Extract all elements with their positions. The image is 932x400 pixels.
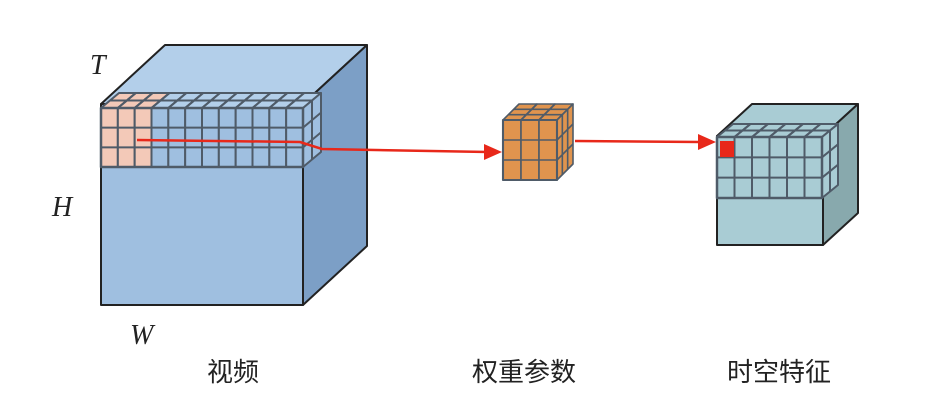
arrow-line-video-to-kernel [136, 138, 489, 154]
video-slab-grid-line [218, 92, 238, 109]
feature-slab-grid-line [821, 143, 839, 159]
video-slab-front-cell [100, 107, 119, 168]
video-slab-front-cell [116, 107, 136, 168]
video-slab-outline [99, 106, 305, 169]
video-slab-grid-line [251, 92, 272, 109]
label-weights: 权重参数 [472, 358, 577, 388]
arrowhead-icon [484, 144, 502, 160]
arrowhead-icon [698, 134, 716, 150]
feature-slab-front-cell [733, 136, 753, 199]
feature-slab-grid-line [803, 123, 822, 138]
axis-label-h: H [52, 192, 73, 223]
feature-slab-grid-line [768, 123, 787, 138]
arrow-line-kernel-to-feature [574, 139, 701, 144]
video-slab-grid-line [117, 92, 137, 109]
video-slab-front-cell [268, 107, 288, 168]
video-slab-grid-line [184, 92, 204, 109]
video-slab-front-cell [217, 107, 237, 168]
kernel-cube-front-cell [502, 119, 522, 181]
video-slab-grid-line [302, 111, 322, 129]
video-slab-grid-line [150, 92, 171, 109]
video-slab-front-cell [251, 107, 271, 168]
feature-slab-front-cell [786, 136, 806, 199]
video-slab-grid-line [167, 92, 187, 109]
video-slab-front-cell [184, 107, 203, 168]
feature-slab-grid-line [786, 123, 804, 138]
video-slab-front-cell [167, 107, 187, 168]
feature-slab-front-cell [768, 136, 788, 199]
kernel-cube-front-cell [538, 119, 558, 181]
kernel-cube-grid-line [556, 143, 574, 161]
video-slab-grid-line [201, 92, 221, 109]
video-slab-front-cell [133, 107, 153, 168]
kernel-cube-outline [501, 118, 559, 182]
feature-slab-outline [715, 135, 824, 200]
label-video: 视频 [207, 358, 260, 388]
label-features: 时空特征 [727, 358, 832, 388]
video-slab-grid-line [235, 92, 255, 109]
feature-slab-front-cell [803, 136, 823, 199]
feature-slab-grid-line [821, 163, 839, 179]
video-slab-front-cell [150, 107, 170, 168]
video-slab-grid-line [268, 92, 288, 109]
kernel-cube-grid-line [556, 123, 574, 141]
kernel-cube-grid-line [538, 103, 556, 121]
video-slab-grid-line [285, 92, 305, 109]
axis-label-w: W [130, 320, 154, 351]
kernel-cube-grid-line [520, 103, 538, 121]
video-slab-front-cell [285, 107, 304, 168]
feature-slab-front-cell [751, 136, 771, 199]
video-slab-grid-line [134, 92, 154, 109]
feature-highlight-cell [720, 141, 734, 157]
feature-slab-grid-line [751, 123, 769, 138]
kernel-cube-front-cell [520, 119, 540, 181]
feature-slab-grid-line [733, 123, 752, 138]
video-slab-front-cell [201, 107, 220, 168]
axis-label-t: T [90, 50, 106, 81]
video-slab-front-cell [234, 107, 254, 168]
